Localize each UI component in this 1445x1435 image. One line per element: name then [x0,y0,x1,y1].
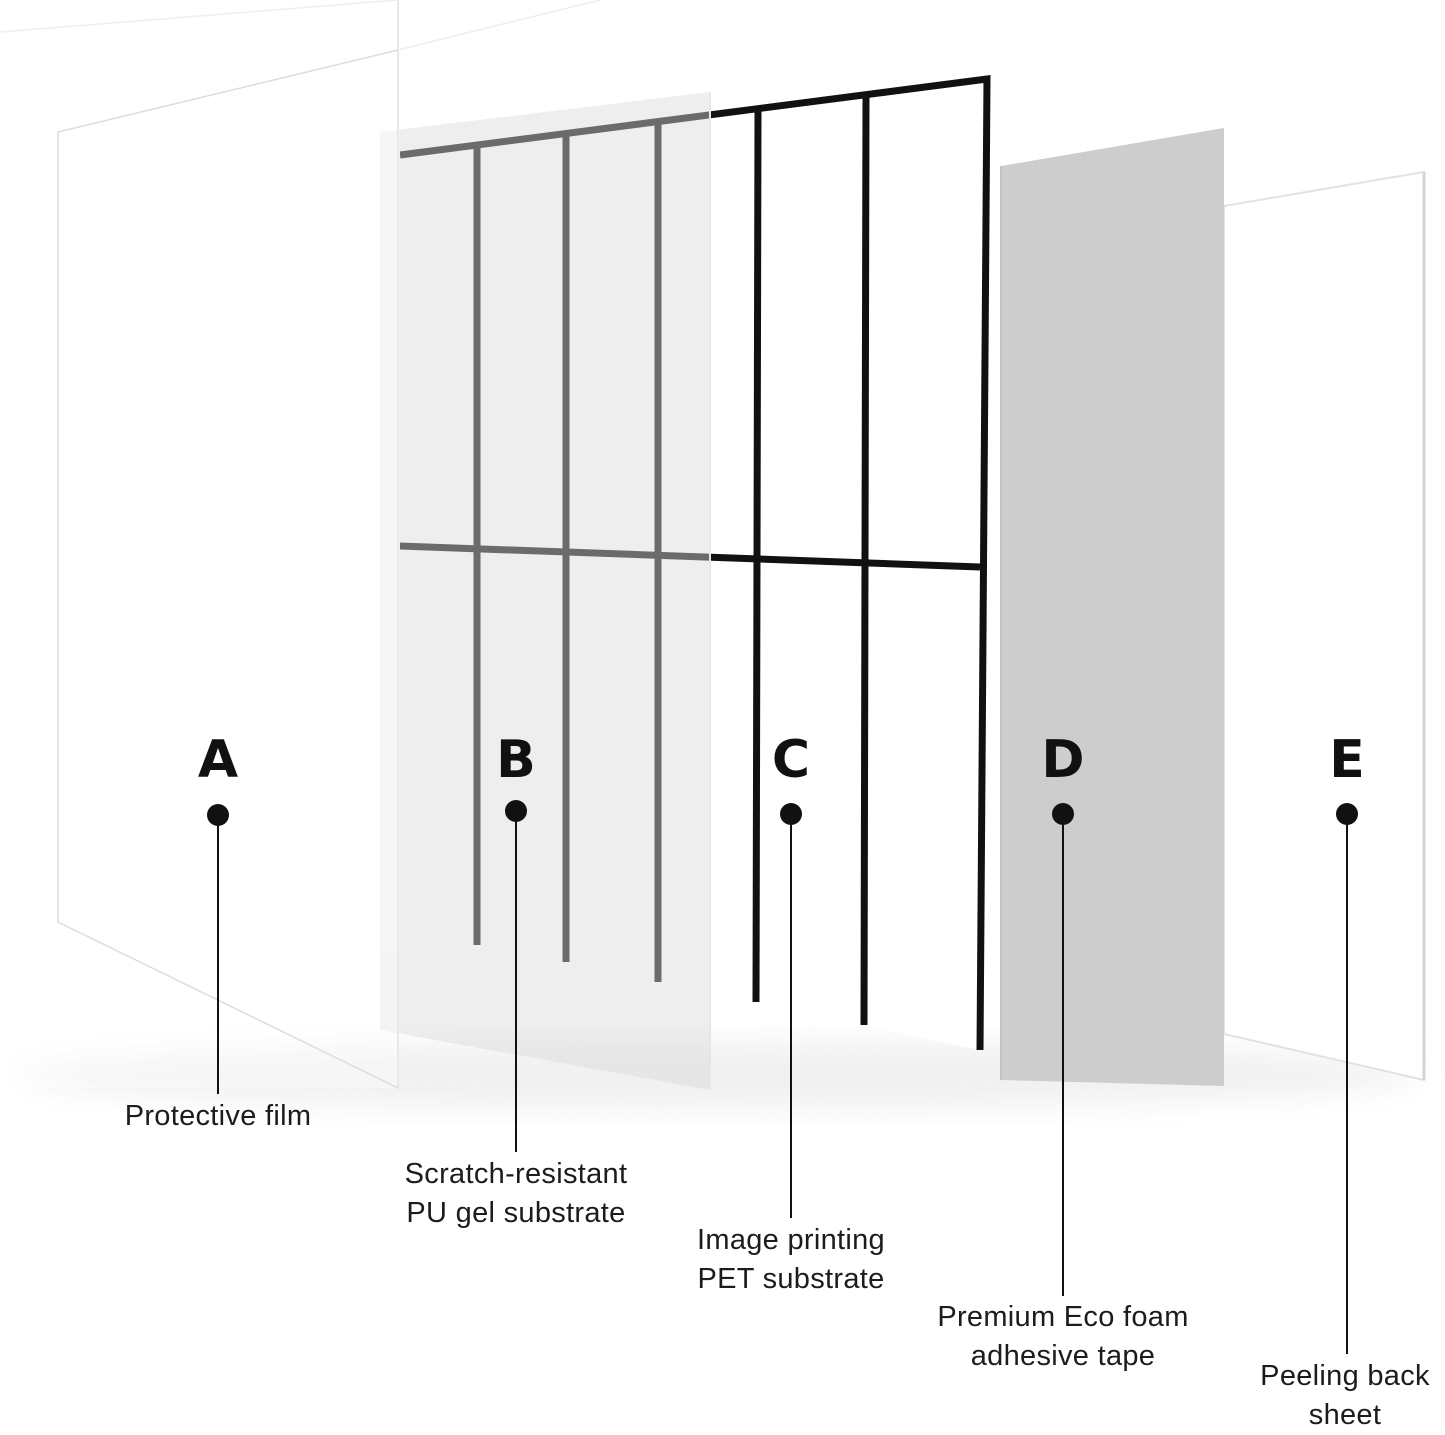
caption-d-line-1: Premium Eco foam [937,1301,1189,1333]
layer-caption-d: Premium Eco foam adhesive tape [913,1298,1213,1376]
caption-a-line-1: Protective film [124,1100,312,1132]
caption-c-line-2: PET substrate [697,1263,885,1295]
caption-b-line-2: PU gel substrate [406,1197,626,1229]
caption-b-line-1: Scratch-resistant [404,1158,628,1190]
caption-e-line-1: Peeling back [1260,1360,1430,1392]
layer-a-protective-film [0,0,601,1090]
layer-letter-b: B [496,730,536,790]
layer-caption-a: Protective film [68,1097,368,1136]
layer-letter-d: D [1041,730,1085,790]
callouts [207,800,1358,1354]
layer-caption-e: Peeling back sheet [1245,1357,1445,1435]
callout-dot-a [207,804,229,826]
layer-caption-c: Image printing PET substrate [641,1221,941,1299]
layer-letter-c: C [771,730,811,790]
layer-e-peeling-back-sheet [1223,170,1426,1082]
layer-caption-b: Scratch-resistant PU gel substrate [366,1155,666,1233]
caption-c-line-1: Image printing [697,1224,885,1256]
layer-d-foam-tape [1000,128,1224,1086]
callout-dot-c [780,803,802,825]
caption-d-line-2: adhesive tape [970,1340,1156,1372]
layer-b-gel-substrate [380,92,711,1090]
callout-dot-d [1052,803,1074,825]
callout-dot-b [505,800,527,822]
callout-dot-e [1336,803,1358,825]
grid-frame [399,75,991,1051]
grid-horizontal [399,542,981,571]
caption-e-line-2: sheet [1308,1399,1382,1431]
layer-c-printing-substrate [399,75,991,1051]
layer-letter-a: A [197,730,239,790]
layer-letter-e: E [1329,730,1365,790]
